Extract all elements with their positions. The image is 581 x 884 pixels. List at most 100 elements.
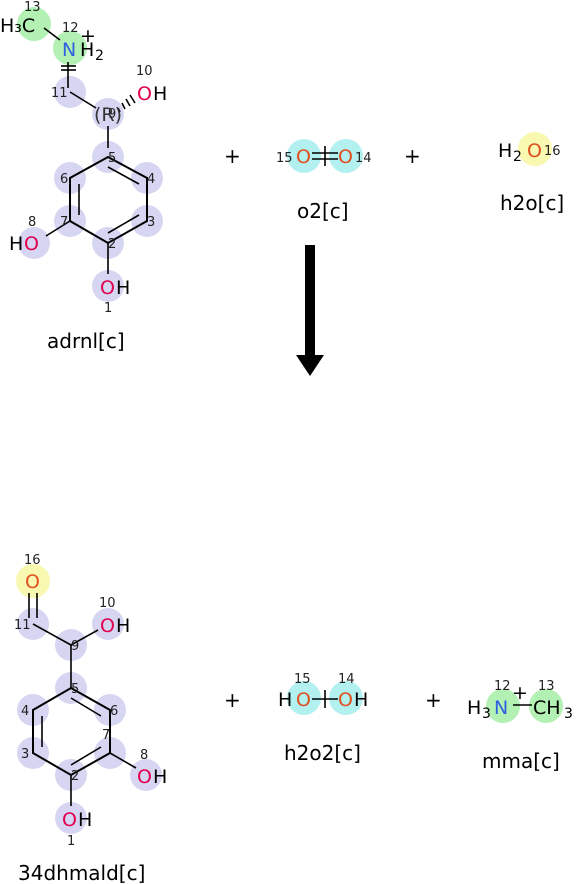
- molecule-h2o: H 2 O 16 h2o[c]: [498, 132, 564, 215]
- atom-halo: [287, 139, 321, 173]
- atom-label: O: [338, 146, 353, 168]
- atom-number: 9: [71, 639, 79, 654]
- charge-plus: +: [512, 682, 528, 704]
- atom-number: 12: [494, 679, 511, 694]
- charge-plus: +: [80, 25, 96, 47]
- atom-number: 14: [338, 672, 355, 687]
- molecule-name: adrnl[c]: [47, 329, 125, 353]
- atom-label: O: [137, 766, 152, 788]
- atom-halo: [92, 98, 124, 130]
- atom-halo: [329, 681, 363, 715]
- atom-number: 15: [276, 151, 293, 166]
- atom-number: 13: [538, 679, 555, 694]
- bond: [43, 27, 61, 41]
- atom-halo: [53, 31, 87, 65]
- atom-label: H: [467, 697, 481, 719]
- bond: [45, 220, 71, 237]
- atom-label: H: [498, 140, 512, 162]
- bond: [70, 746, 102, 766]
- atom-number: 10: [136, 64, 153, 79]
- bond: [70, 697, 102, 717]
- plus-sign: +: [224, 144, 241, 168]
- atom-label: H: [116, 615, 130, 637]
- atom-number: 6: [60, 172, 68, 187]
- atom-number: 5: [108, 151, 116, 166]
- atom-number: 10: [99, 596, 116, 611]
- atom-number: 2: [71, 769, 79, 784]
- atom-number: 9: [108, 107, 116, 122]
- molecule-name: mma[c]: [482, 749, 560, 773]
- bond: [109, 752, 137, 769]
- atom-number: 1: [104, 301, 112, 316]
- molecule-name: h2o[c]: [500, 191, 564, 215]
- atom-number: 11: [14, 618, 31, 633]
- molecule-name: o2[c]: [297, 199, 349, 223]
- molecule-mma: 12 + 13 H 3 N CH 3 mma[c]: [467, 679, 573, 773]
- atom-halo: [18, 227, 50, 259]
- stereo-label: (R): [94, 104, 122, 126]
- down-arrow-icon: [296, 245, 324, 376]
- bond: [69, 91, 97, 109]
- atom-label: O: [338, 689, 353, 711]
- atom-label: O: [296, 689, 311, 711]
- bond: [107, 166, 140, 185]
- atom-label: O: [137, 83, 152, 105]
- atom-number: 6: [110, 704, 118, 719]
- bond: [107, 214, 140, 234]
- atom-number: 8: [140, 748, 148, 763]
- atom-number: 13: [24, 0, 41, 15]
- atom-label: H: [78, 809, 92, 831]
- molecule-name: 34dhmald[c]: [18, 861, 145, 884]
- atom-number: 11: [51, 86, 68, 101]
- atom-halo: [130, 759, 162, 791]
- atom-halo: [92, 608, 124, 640]
- atom-halo: [329, 139, 363, 173]
- atom-halo: [486, 689, 520, 723]
- molecule-adrnl: 13 H₃C 12 N H 2 + 11 (R) 9 10 O H 5 6 4 …: [0, 0, 167, 353]
- plus-sign: +: [224, 688, 241, 712]
- atom-number: 8: [28, 215, 36, 230]
- atom-label: O: [527, 140, 542, 162]
- atom-halo: [287, 681, 321, 715]
- atom-number: 4: [21, 704, 29, 719]
- atom-label: O: [62, 809, 77, 831]
- atom-label: O: [100, 615, 115, 637]
- atom-halo: [55, 802, 87, 834]
- atom-halo: [16, 564, 50, 598]
- hashed-wedge-bond: [117, 94, 136, 113]
- atom-label: H: [80, 39, 94, 61]
- bond: [70, 629, 99, 646]
- atom-number: 3: [147, 215, 155, 230]
- atom-subscript: 3: [482, 706, 491, 722]
- bond: [32, 623, 72, 646]
- atom-number: 1: [67, 834, 75, 849]
- atom-label: H: [354, 689, 368, 711]
- atom-number: 12: [62, 21, 79, 36]
- atom-subscript: 2: [95, 48, 104, 64]
- atom-label: H: [278, 689, 292, 711]
- molecule-h2o2: 15 14 H O O H h2o2[c]: [278, 672, 368, 765]
- atom-number: 5: [71, 682, 79, 697]
- atom-number: 14: [355, 151, 372, 166]
- atom-number: 16: [24, 553, 41, 568]
- atom-subscript: 2: [513, 149, 522, 165]
- atom-number: 4: [147, 172, 155, 187]
- atom-halo: [518, 132, 552, 166]
- atom-number: 7: [60, 215, 68, 230]
- atom-label: H₃C: [0, 15, 35, 37]
- atom-number: 7: [102, 728, 110, 743]
- atom-label: CH: [533, 697, 561, 719]
- atom-number: 15: [294, 672, 311, 687]
- atom-label: O: [24, 233, 39, 255]
- plus-sign: +: [404, 144, 421, 168]
- atom-number: 3: [21, 747, 29, 762]
- atom-halo: [17, 7, 51, 41]
- atom-number: 16: [544, 144, 561, 159]
- atom-label: O: [100, 277, 115, 299]
- atom-halo: [529, 689, 563, 723]
- atom-label: H: [153, 766, 167, 788]
- atom-label: O: [25, 571, 40, 593]
- plus-sign: +: [425, 688, 442, 712]
- atom-label: N: [494, 697, 508, 719]
